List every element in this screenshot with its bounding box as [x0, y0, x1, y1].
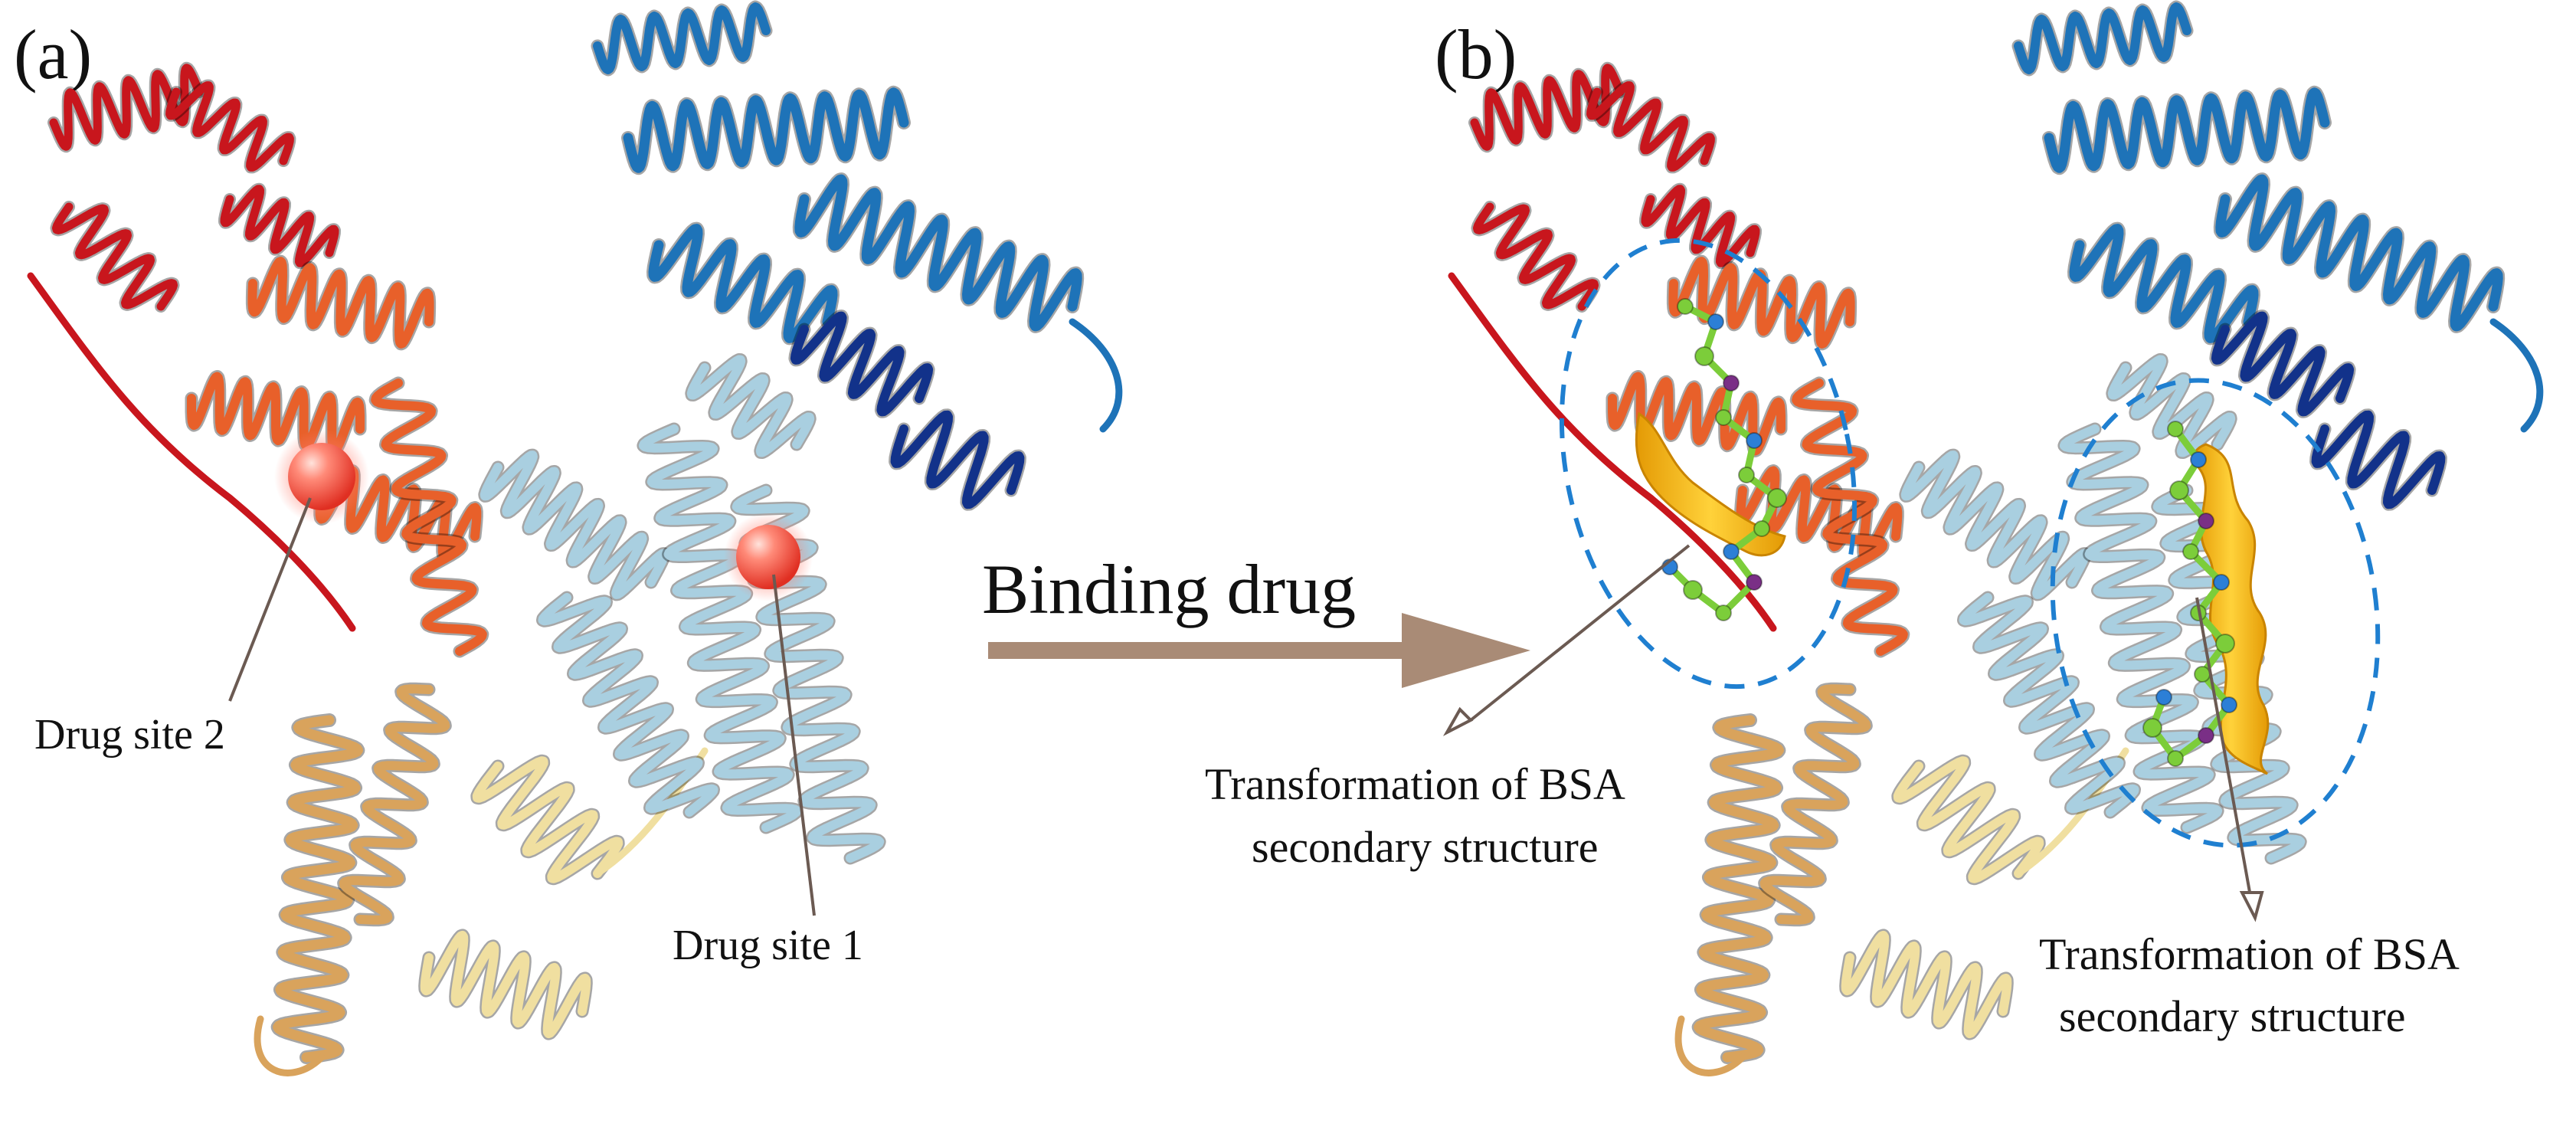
- arrow-head: [1402, 613, 1530, 688]
- drug-molecule-left: [1661, 298, 1787, 621]
- transformation-label-left-line2: secondary structure: [1252, 822, 1599, 872]
- pointer-arrowhead-left: [1442, 706, 1474, 736]
- arrow-shaft: [988, 642, 1409, 659]
- bsa-ribbon-structure-a: [27, 0, 1123, 1076]
- pointer-arrowhead-right: [2239, 891, 2264, 922]
- transformed-segment-left: [1635, 411, 1786, 557]
- bsa-ribbon-structure-b: [1448, 0, 2544, 1076]
- drug-site-2-sphere: [274, 429, 369, 524]
- binding-region-outline-right: [2050, 378, 2381, 848]
- panel-b-protein-drug-complex: (b) Transformation of BSA secondary stru…: [1205, 0, 2544, 1076]
- panel-b-letter: (b): [1435, 15, 1517, 93]
- transformation-label-right-line2: secondary structure: [2059, 991, 2406, 1041]
- drug-site-1-label: Drug site 1: [673, 922, 863, 969]
- panel-a-letter: (a): [14, 15, 92, 93]
- drug-site-1-sphere: [724, 513, 813, 601]
- drug-site-2-pointer: [228, 497, 312, 702]
- binding-region-outline-left: [1559, 238, 1858, 690]
- transformation-label-right-line1: Transformation of BSA: [2039, 929, 2460, 979]
- drug-molecule-right: [2142, 421, 2237, 767]
- transformation-label-left-line1: Transformation of BSA: [1205, 759, 1625, 809]
- transformation-pointer-right: [2195, 597, 2252, 897]
- binding-drug-label: Binding drug: [982, 550, 1356, 628]
- binding-drug-arrow: Binding drug: [982, 550, 1530, 688]
- transformation-pointer-left: [1469, 544, 1691, 722]
- drug-site-2-label: Drug site 2: [34, 711, 225, 758]
- panel-a-protein-structure: (a) Drug site 2 Drug site 1: [14, 0, 1123, 1076]
- drug-site-1-pointer: [772, 574, 816, 916]
